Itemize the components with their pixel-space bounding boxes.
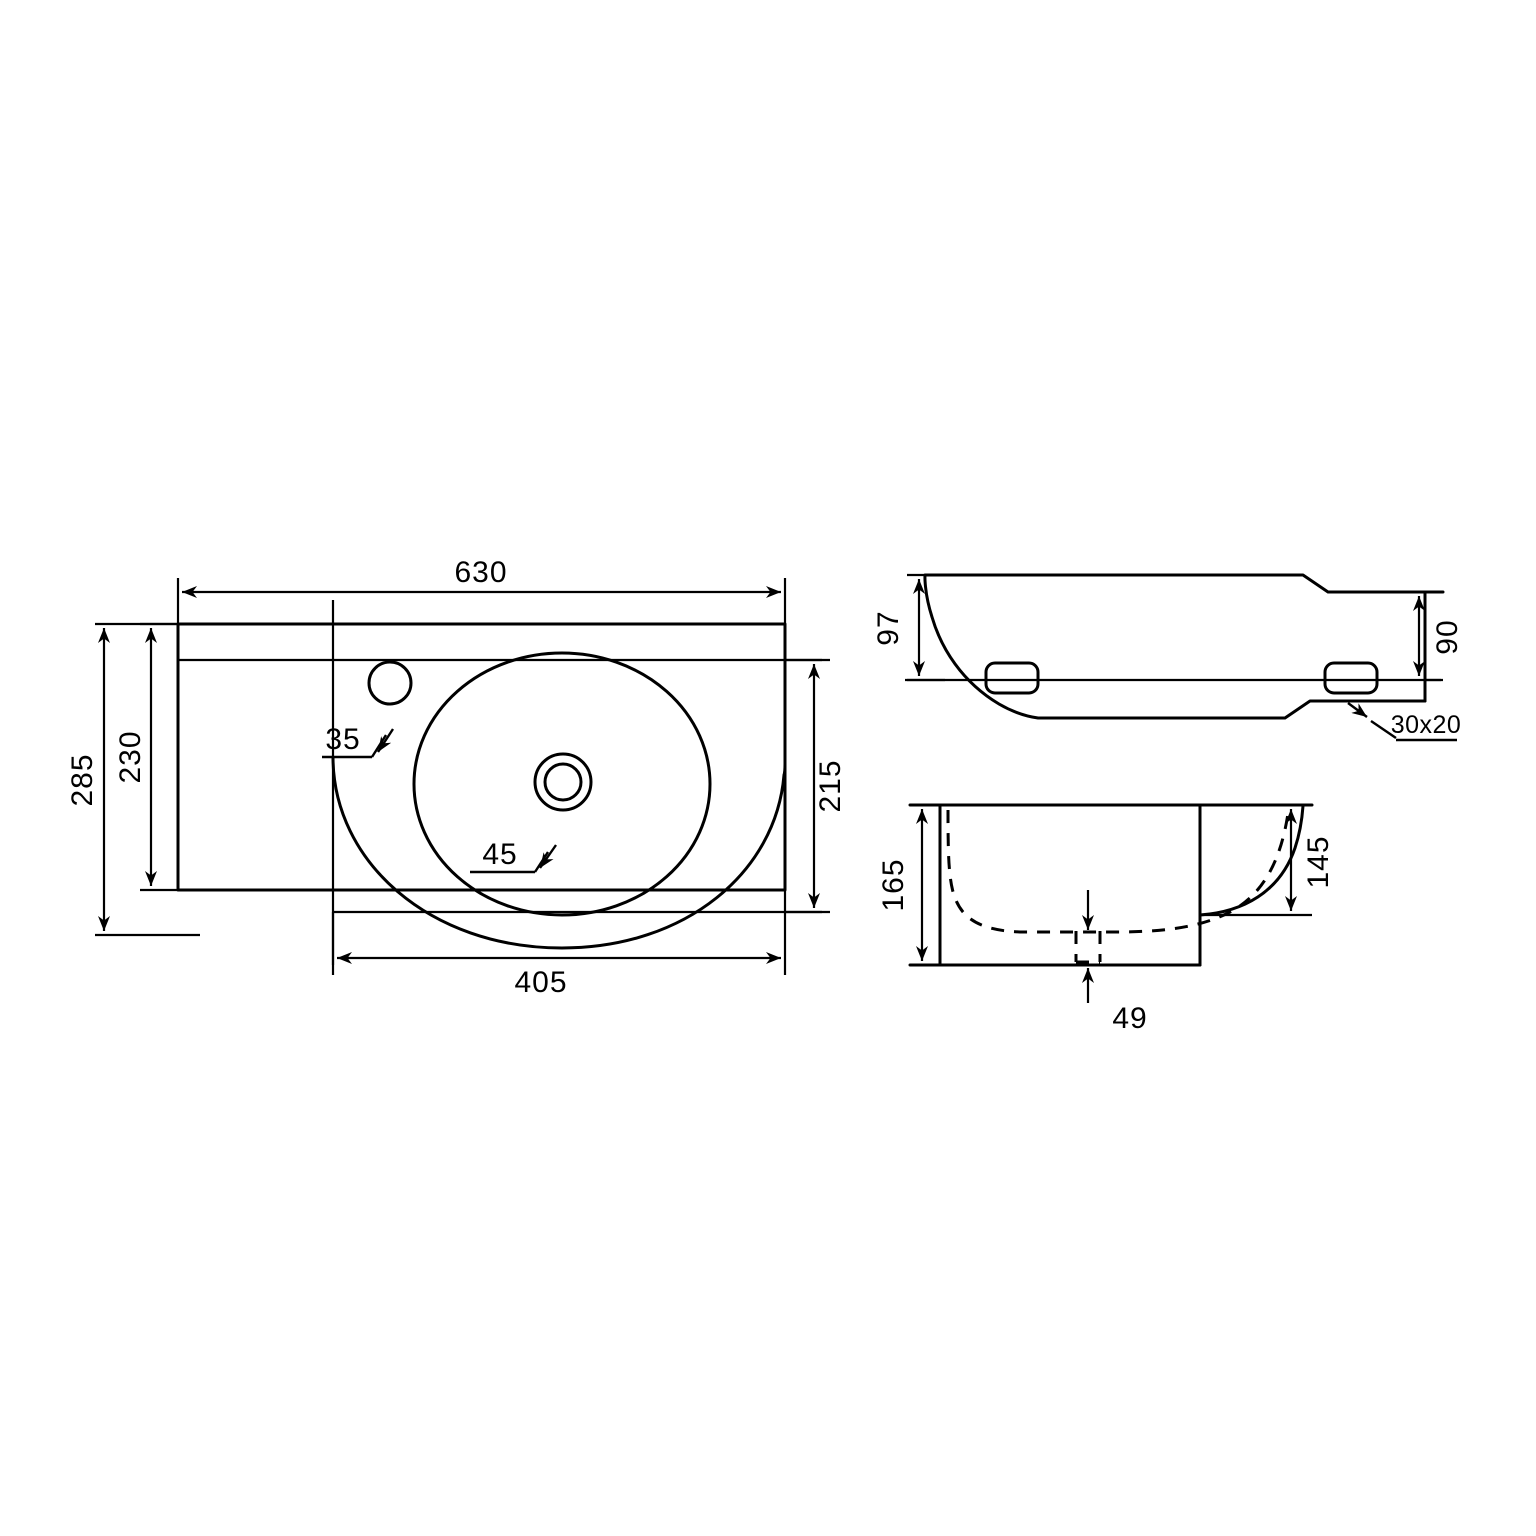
dim-285-group: [95, 622, 200, 937]
dim-145-group: [1200, 809, 1312, 917]
dim-90-group: [1413, 590, 1443, 682]
dim-label-285: 285: [66, 753, 99, 806]
plan-tap-hole: [367, 660, 413, 706]
dim-label-215: 215: [814, 759, 847, 812]
section-bowl-hidden-profile: [946, 805, 1291, 934]
dim-label-165: 165: [877, 858, 910, 911]
dim-165-group: [910, 803, 940, 967]
plan-bowl-outer-rim: [331, 755, 787, 950]
leader-30x20-group: [1347, 702, 1457, 742]
section-waste-stub: [1074, 931, 1102, 964]
front-bracket-slot-left: [984, 661, 1040, 695]
plan-bowl-inner-ellipse: [412, 651, 712, 917]
leader-45-group: [470, 844, 557, 874]
section-body-outline: [938, 803, 1202, 967]
plan-waste-inner-circle: [543, 762, 583, 802]
dim-215-group: [785, 658, 830, 914]
dim-label-49: 49: [1112, 1002, 1147, 1035]
section-view-group: [908, 803, 1314, 1003]
dim-label-35: 35: [325, 723, 360, 756]
dim-label-405: 405: [514, 966, 567, 999]
plan-waste-outer-circle: [533, 752, 593, 812]
plan-view-group: [95, 578, 830, 975]
dim-label-45: 45: [482, 838, 517, 871]
dim-97-group: [907, 573, 945, 682]
dim-230-group: [140, 622, 178, 892]
front-bracket-slot-right: [1323, 661, 1379, 695]
dim-405-group: [331, 890, 787, 975]
front-outline: [923, 573, 1445, 720]
dim-label-230: 230: [114, 730, 147, 783]
dim-label-97: 97: [872, 610, 905, 645]
dim-label-30x20: 30x20: [1391, 711, 1462, 739]
front-elevation-group: [905, 573, 1457, 742]
dim-label-90: 90: [1431, 619, 1464, 654]
dim-label-145: 145: [1302, 835, 1335, 888]
dim-label-630: 630: [454, 556, 507, 589]
dim-630-group: [176, 578, 787, 624]
leader-35-group: [322, 728, 395, 759]
